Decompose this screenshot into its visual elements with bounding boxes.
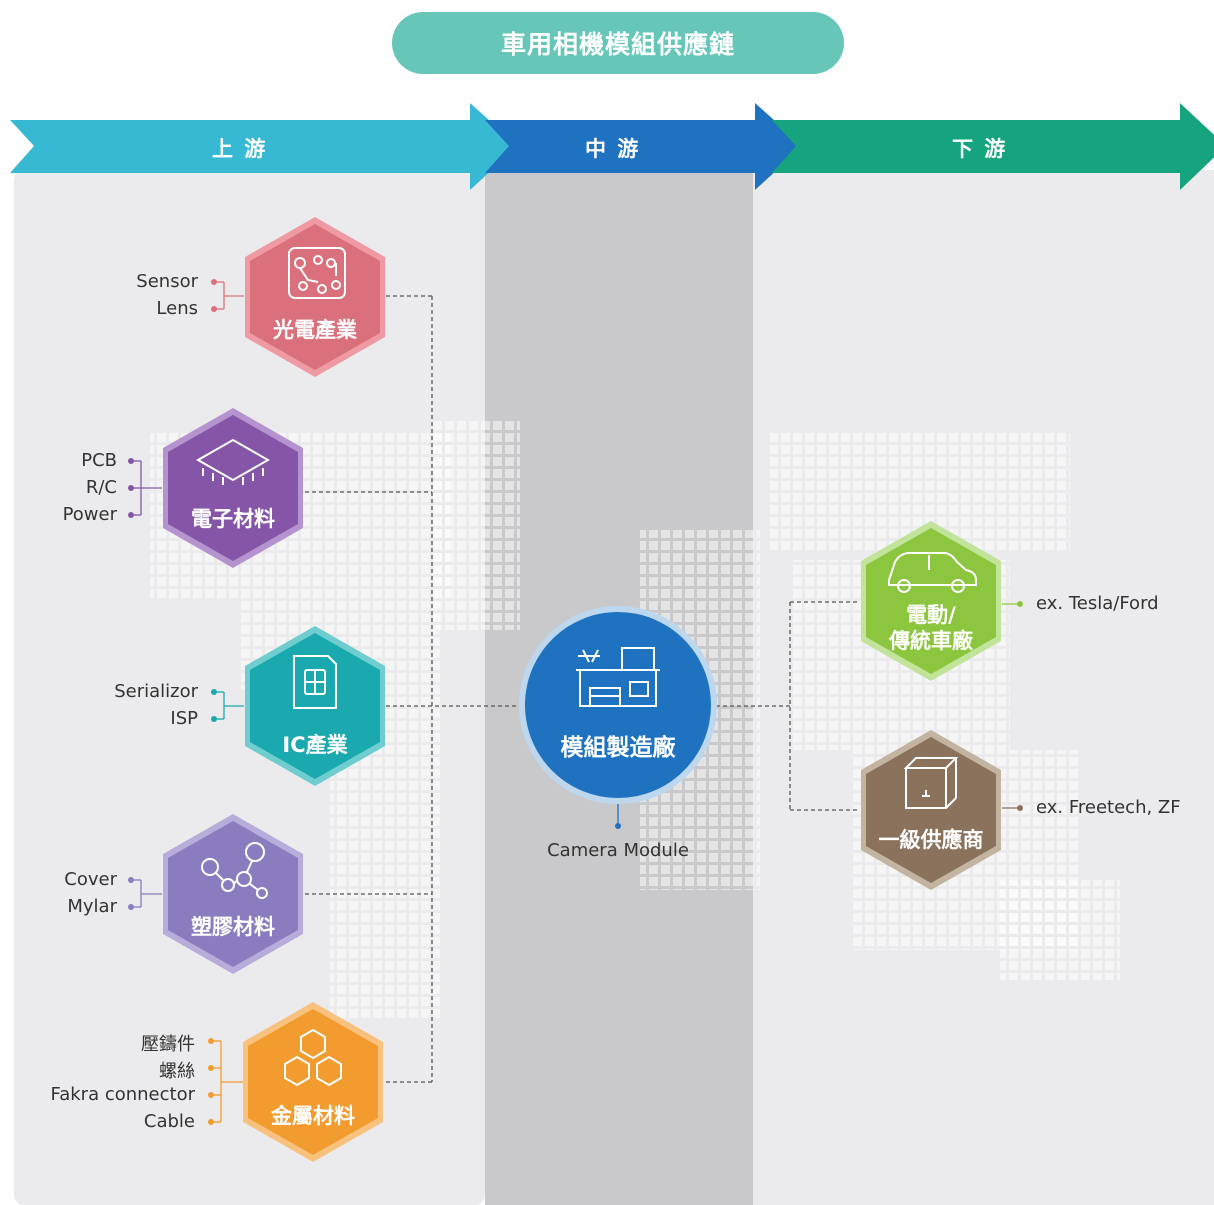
item-label: Mylar xyxy=(67,896,117,917)
item-label: Power xyxy=(62,504,117,525)
node-label-carmakers-line2: 傳統車廠 xyxy=(889,629,973,653)
connector-lines xyxy=(305,295,860,1083)
chip-icon xyxy=(195,438,271,485)
node-label-tier1-suppliers: 一級供應商 xyxy=(878,828,984,852)
upstream-arrow xyxy=(10,103,518,190)
item-label: 螺絲 xyxy=(159,1061,195,1082)
downstream-label: 下 游 xyxy=(952,137,1008,161)
car-icon xyxy=(888,552,977,593)
diagram-title: 車用相機模組供應鏈 xyxy=(392,12,844,74)
downstream-arrow xyxy=(772,103,1214,190)
item-label: Fakra connector xyxy=(50,1084,195,1105)
item-label: Cable xyxy=(143,1111,195,1132)
item-label: ISP xyxy=(170,708,198,729)
hex-tier1-suppliers xyxy=(861,730,1001,890)
molecule-icon xyxy=(201,842,268,899)
hex-metal-materials xyxy=(243,1002,383,1162)
item-label: Lens xyxy=(156,298,198,319)
node-label-ic-industry: IC產業 xyxy=(282,733,348,757)
hex-optoelectronics xyxy=(245,217,385,377)
node-label-electronic-materials: 電子材料 xyxy=(191,507,275,531)
hex-carmakers xyxy=(861,521,1001,681)
item-label: R/C xyxy=(85,477,117,498)
circuit-board-icon xyxy=(288,247,346,299)
hex-plastic-materials xyxy=(163,814,303,974)
midstream-label: 中 游 xyxy=(585,137,641,161)
item-label: Cover xyxy=(64,869,117,890)
sim-card-icon xyxy=(293,655,337,709)
factory-icon xyxy=(576,647,660,707)
hex-electronic-materials xyxy=(163,408,303,568)
item-label: PCB xyxy=(81,450,117,471)
item-dots xyxy=(128,279,1023,1125)
honeycomb-icon xyxy=(284,1028,342,1087)
example-label-carmakers: ex. Tesla/Ford xyxy=(1036,593,1159,614)
upstream-label: 上 游 xyxy=(212,137,268,161)
box-icon xyxy=(903,757,959,809)
node-label-plastic-materials: 塑膠材料 xyxy=(191,915,275,939)
node-sublabel-camera-module: Camera Module xyxy=(547,840,689,861)
node-label-metal-materials: 金屬材料 xyxy=(271,1104,355,1128)
module-factory-node xyxy=(519,606,717,804)
item-label: Sensor xyxy=(136,271,198,292)
node-label-module-factory: 模組製造廠 xyxy=(560,735,676,761)
hex-ic-industry xyxy=(245,626,385,786)
item-label: Serializor xyxy=(114,681,198,702)
node-label-optoelectronics: 光電產業 xyxy=(273,318,357,342)
node-label-carmakers-line1: 電動/ xyxy=(906,603,956,627)
example-label-tier1: ex. Freetech, ZF xyxy=(1036,797,1181,818)
midstream-arrow xyxy=(485,103,803,190)
item-label: 壓鑄件 xyxy=(141,1034,195,1055)
